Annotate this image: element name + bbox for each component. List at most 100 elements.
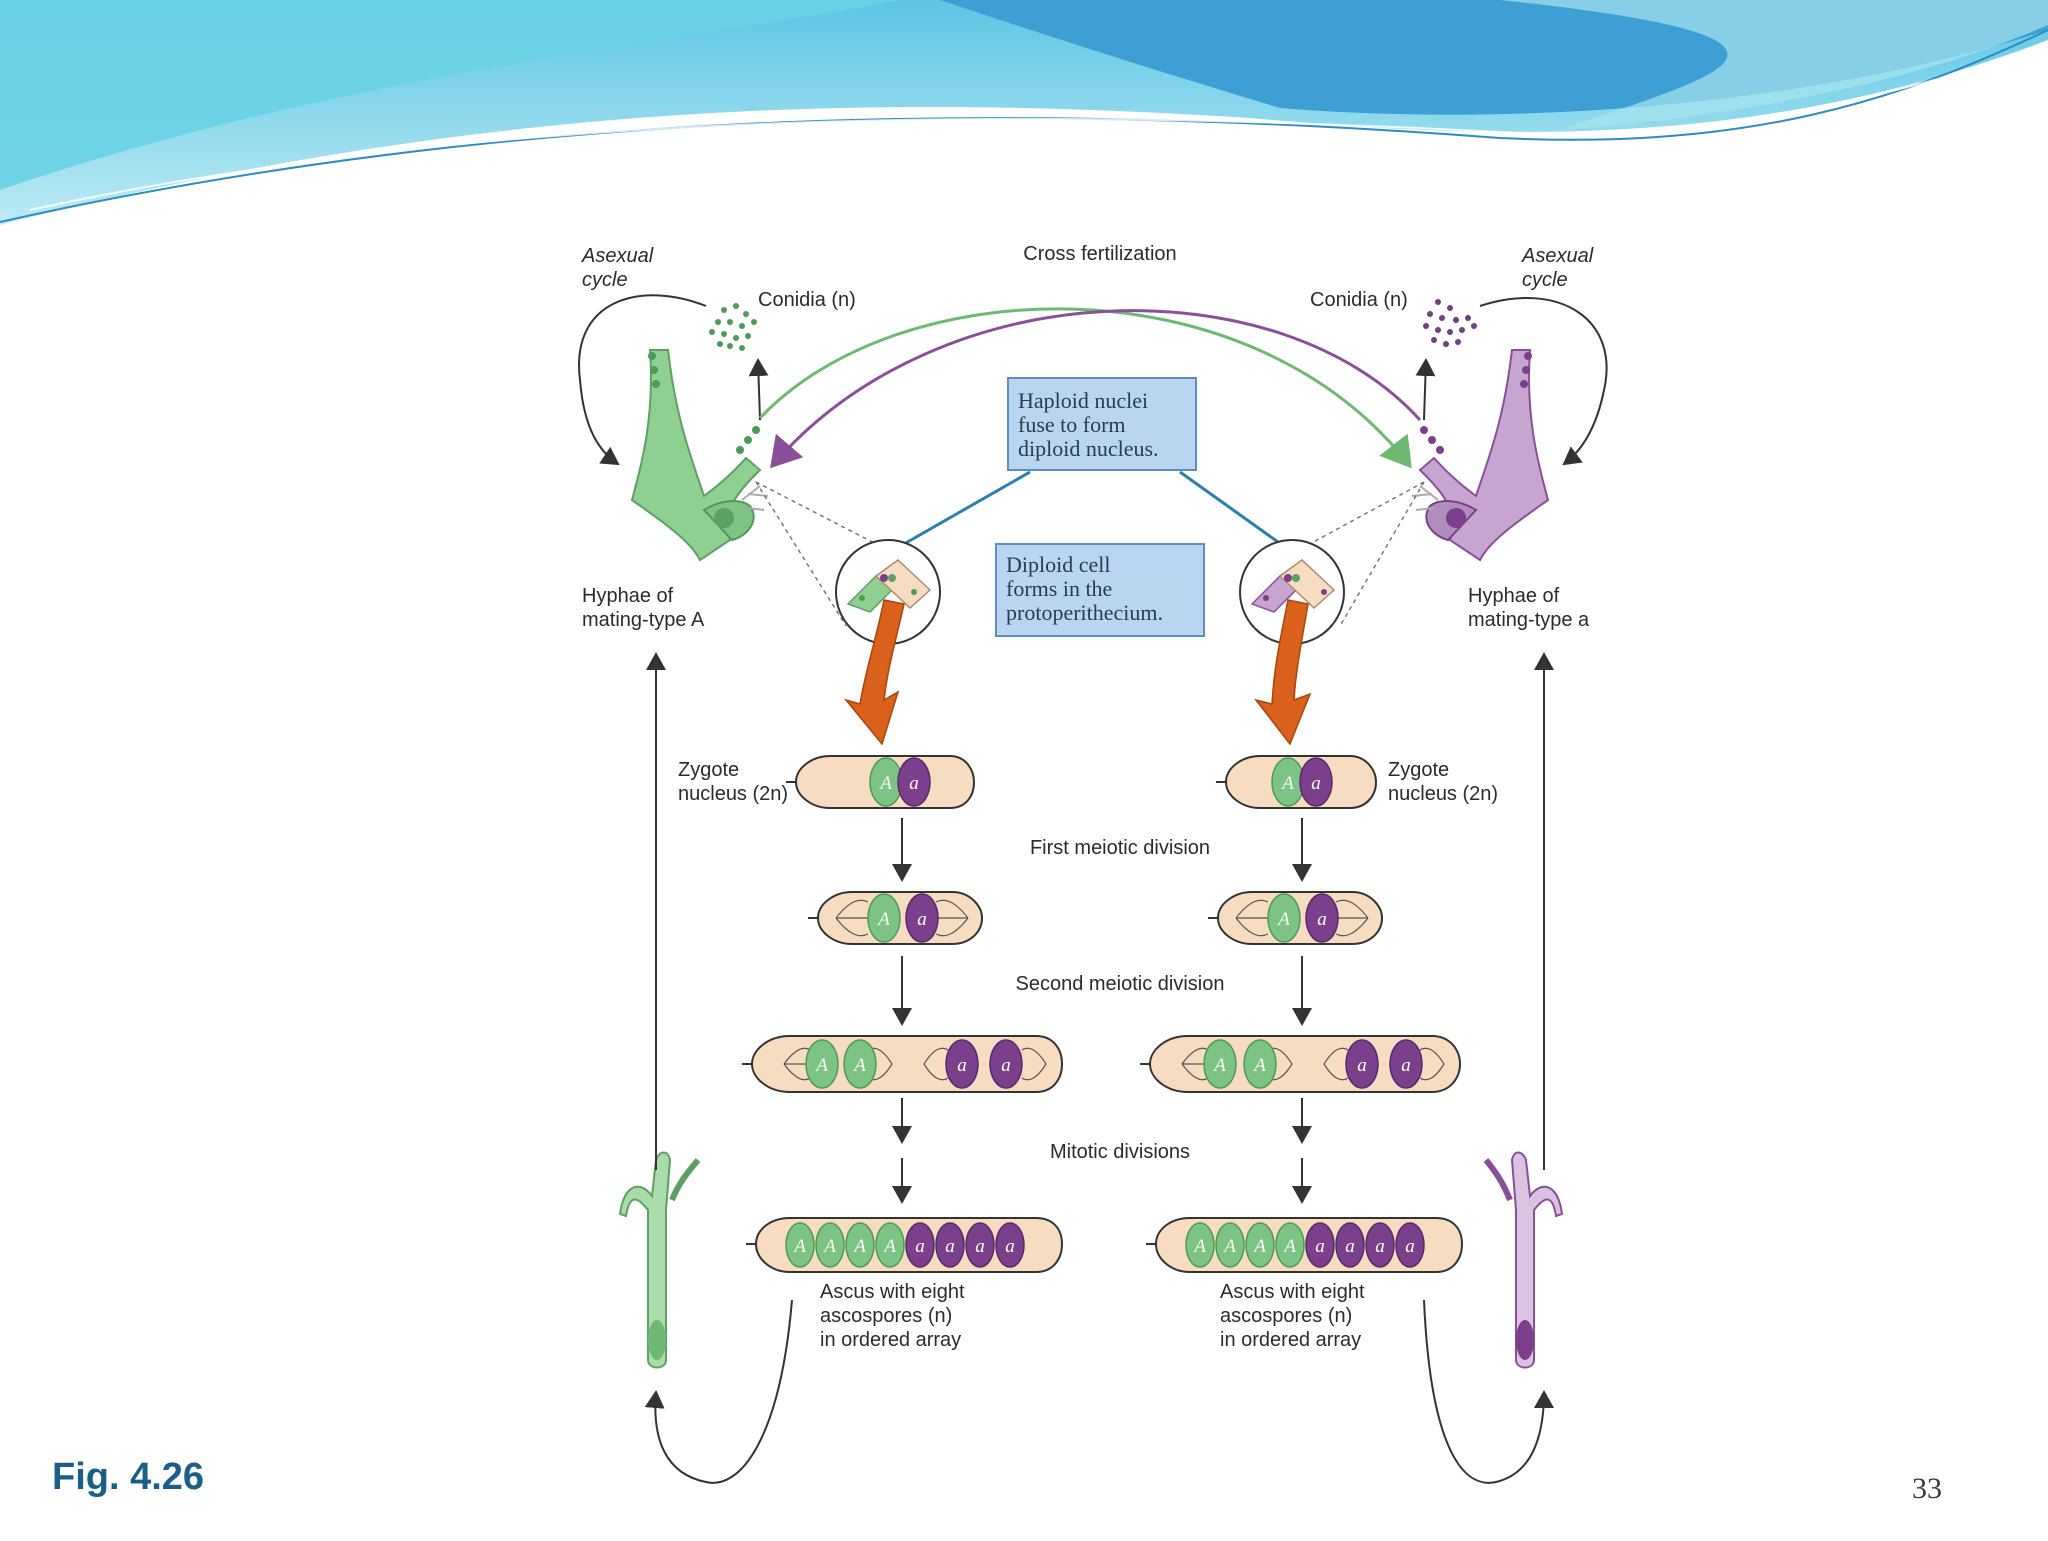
ascospore-right-6 (1335, 1222, 1365, 1268)
orange-arrow-right (1254, 599, 1312, 746)
ascospore-left-2 (815, 1222, 845, 1268)
ascus-right-line2: ascospores (n) (1220, 1305, 1352, 1327)
ascospore-right-3 (1245, 1222, 1275, 1268)
asexual-loop-right (1479, 297, 1608, 466)
ascospore-left-7 (965, 1222, 995, 1268)
hyphae-left-illustration (630, 349, 769, 562)
ascus-left-line3: in ordered array (820, 1329, 961, 1351)
conidia-right-dots (1423, 299, 1477, 347)
hyphae-right-line1: Hyphae of (1468, 585, 1560, 607)
diploid-box-line3: protoperithecium. (1006, 600, 1163, 625)
asexual-cycle-left-line1: Asexual (581, 245, 654, 267)
zygote-right-line2: nucleus (2n) (1388, 783, 1498, 805)
ascospore-right-8 (1395, 1222, 1425, 1268)
ascospore-right-4-allele: A (1282, 1236, 1296, 1257)
ascospore-left-3 (845, 1222, 875, 1268)
ascospore-left-6 (935, 1222, 965, 1268)
page-number: 33 (1912, 1472, 1942, 1505)
mitotic-divisions-label: Mitotic divisions (1050, 1141, 1190, 1163)
meiosis1-ascus-right: A a (1208, 891, 1384, 945)
cross-arc-green (758, 307, 1412, 469)
ascospore-right-7 (1365, 1222, 1395, 1268)
conidia-left-dots (709, 303, 757, 351)
asexual-cycle-right-line1: Asexual (1521, 245, 1594, 267)
orange-arrow-left (843, 599, 905, 746)
figure-label: Fig. 4.26 (52, 1456, 205, 1498)
ascospore-left-1 (785, 1222, 815, 1268)
top-banner (0, 0, 2048, 225)
meiosis2-ascus-right: A A a a (1140, 1035, 1462, 1093)
asexual-loop-left (578, 294, 707, 466)
diploid-box-line1: Diploid cell (1006, 552, 1110, 577)
hyphae-right-illustration (1411, 349, 1550, 562)
diploid-cell-box (995, 543, 1205, 637)
m2-right-allele-A2: A (1252, 1055, 1266, 1076)
ascospore-right-6-allele: a (1345, 1236, 1355, 1257)
zygote-left-line1: Zygote (678, 759, 739, 781)
m2-left-allele-A1: A (814, 1055, 828, 1076)
haploid-box-line2: fuse to form (1018, 412, 1126, 437)
ascospore-left-2-allele: A (822, 1236, 836, 1257)
ascospore-left-8-allele: a (1005, 1236, 1015, 1257)
zygote-right-allele-a: a (1311, 773, 1321, 794)
cross-arc-purple (770, 309, 1422, 469)
ascospore-right-2-allele: A (1222, 1236, 1236, 1257)
zygote-right-allele-A: A (1280, 773, 1294, 794)
ascus-right-line1: Ascus with eight (1220, 1281, 1365, 1303)
ascospore-left-4 (875, 1222, 905, 1268)
m2-left-allele-a1: a (957, 1055, 967, 1076)
conidia-right-label: Conidia (n) (1310, 289, 1408, 311)
meiosis2-ascus-left: A A a a (742, 1035, 1064, 1093)
ascospore-left-3-allele: A (852, 1236, 866, 1257)
m2-right-allele-a2: a (1401, 1055, 1411, 1076)
hyphae-left-line1: Hyphae of (582, 585, 674, 607)
germinating-spore-left (618, 1151, 701, 1369)
zygote-ascus-left: A a (786, 755, 976, 809)
m2-left-allele-a2: a (1001, 1055, 1011, 1076)
zygote-left-allele-a: a (909, 773, 919, 794)
cross-fertilization-label: Cross fertilization (1023, 243, 1176, 265)
diploid-box-line2: forms in the (1006, 576, 1112, 601)
haploid-box-line3: diploid nucleus. (1018, 436, 1159, 461)
zygote-left-line2: nucleus (2n) (678, 783, 788, 805)
conidia-arrow-right (1415, 358, 1436, 421)
hyphae-right-line2: mating-type a (1468, 609, 1590, 631)
m2-right-allele-a1: a (1357, 1055, 1367, 1076)
meiosis1-ascus-left: A a (808, 891, 984, 945)
haploid-nuclei-box (1007, 377, 1197, 471)
ascospore-left-5-allele: a (915, 1236, 925, 1257)
germinating-spore-right (1483, 1151, 1564, 1369)
m1-left-allele-a: a (917, 909, 927, 930)
hyphae-left-line2: mating-type A (582, 609, 705, 631)
ascospore-right-5-allele: a (1315, 1236, 1325, 1257)
m1-left-allele-A: A (876, 909, 890, 930)
ascospore-left-6-allele: a (945, 1236, 955, 1257)
ascospore-left-7-allele: a (975, 1236, 985, 1257)
ascospore-right-3-allele: A (1252, 1236, 1266, 1257)
ascospore-right-4 (1275, 1222, 1305, 1268)
outer-cycle-arrows (644, 652, 1554, 1484)
stage-arrows (892, 818, 1312, 1204)
connector-right (1179, 470, 1293, 554)
zygote-ascus-right: A a (1216, 755, 1378, 809)
ascospore-right-7-allele: a (1375, 1236, 1385, 1257)
zygote-left-allele-A: A (878, 773, 892, 794)
ascus-right-line3: in ordered array (1220, 1329, 1361, 1351)
ascospore-right-2 (1215, 1222, 1245, 1268)
m2-right-allele-A1: A (1212, 1055, 1226, 1076)
second-meiotic-division-label: Second meiotic division (1016, 973, 1225, 995)
ascospore-left-8 (995, 1222, 1025, 1268)
diploid-cell-circle-left (835, 539, 941, 645)
conidia-left-label: Conidia (n) (758, 289, 856, 311)
ascospore-right-5 (1305, 1222, 1335, 1268)
ascospore-right-8-allele: a (1405, 1236, 1415, 1257)
ascus-left-line1: Ascus with eight (820, 1281, 965, 1303)
haploid-box-line1: Haploid nuclei (1018, 388, 1148, 413)
asexual-cycle-right-line2: cycle (1522, 269, 1568, 291)
zygote-right-line1: Zygote (1388, 759, 1449, 781)
connector-left (889, 470, 1031, 554)
ascus-left-line2: ascospores (n) (820, 1305, 952, 1327)
